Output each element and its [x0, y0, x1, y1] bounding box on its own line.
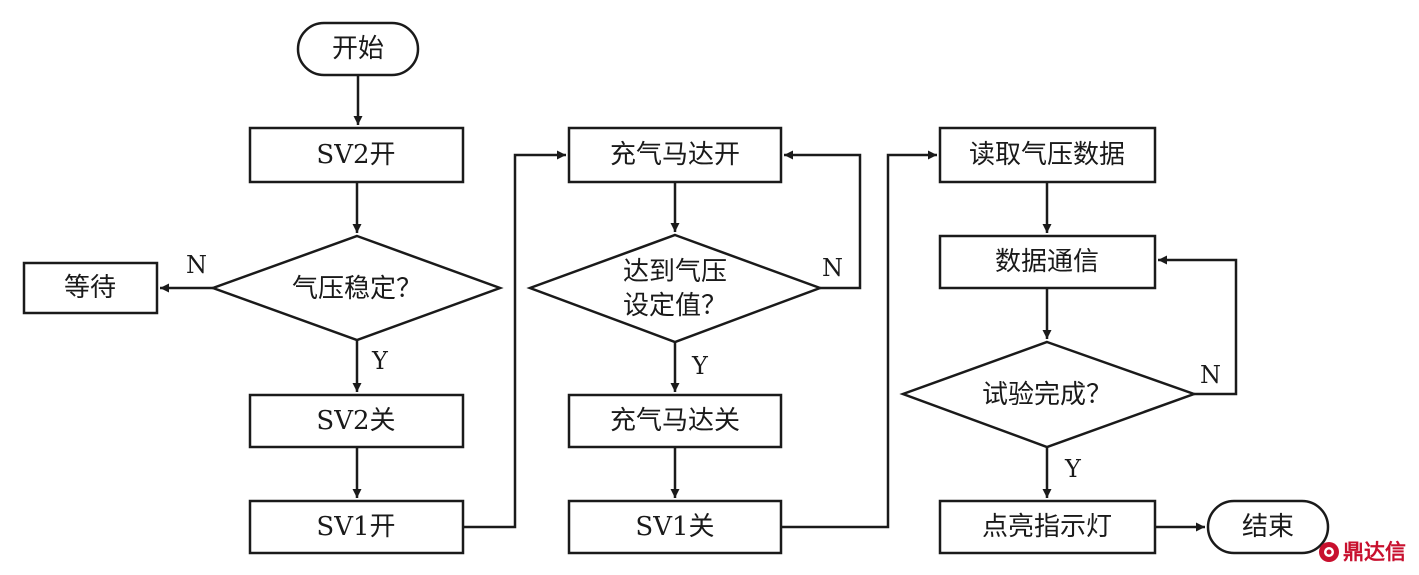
node-sv2-close: SV2关 [248, 393, 465, 449]
decision-reach-pressure-label-1: 达到气压 [623, 257, 727, 287]
node-sv1-open-label: SV1开 [316, 512, 395, 542]
node-sv2-close-label: SV2关 [316, 406, 395, 436]
node-sv1-open: SV1开 [248, 499, 465, 555]
decision-pressure-stable: 气压稳定？ [209, 234, 504, 342]
watermark: 鼎达信 [1319, 540, 1406, 564]
watermark-text: 鼎达信 [1343, 540, 1406, 564]
node-light-on: 点亮指示灯 [938, 499, 1157, 555]
node-start: 开始 [296, 21, 420, 77]
label-no-3: N [1200, 361, 1221, 389]
decision-pressure-stable-label: 气压稳定？ [292, 274, 422, 304]
label-yes-2: Y [691, 352, 709, 380]
node-data-comm-label: 数据通信 [995, 247, 1099, 277]
node-data-comm: 数据通信 [938, 234, 1157, 290]
label-no-1: N [186, 251, 207, 279]
label-yes-3: Y [1064, 455, 1082, 483]
node-light-on-label: 点亮指示灯 [982, 512, 1112, 542]
node-sv2-open: SV2开 [248, 126, 465, 184]
node-wait-label: 等待 [64, 273, 116, 303]
edge-sv1-open-to-motor-on [463, 150, 566, 529]
node-motor-on: 充气马达开 [567, 126, 783, 184]
node-sv1-close-label: SV1关 [635, 512, 714, 542]
node-end-label: 结束 [1242, 512, 1294, 542]
edge-decision-loop-to-data-comm [1158, 255, 1238, 396]
node-start-label: 开始 [332, 34, 384, 64]
label-yes-1: Y [371, 347, 389, 375]
watermark-logo-icon [1319, 542, 1339, 562]
node-motor-off: 充气马达关 [567, 393, 783, 449]
node-read-pressure: 读取气压数据 [938, 126, 1157, 184]
edge-sv1-close-to-read-pressure [781, 150, 937, 529]
node-sv1-close: SV1关 [567, 499, 783, 555]
edge-decision-loop-to-motor-on [784, 150, 862, 290]
decision-test-done: 试验完成？ [899, 340, 1198, 449]
node-motor-on-label: 充气马达开 [610, 140, 740, 170]
node-wait: 等待 [22, 261, 159, 315]
decision-reach-pressure: 达到气压 设定值？ [526, 233, 824, 344]
decision-reach-pressure-label-2: 设定值？ [623, 291, 727, 321]
decision-test-done-label: 试验完成？ [982, 380, 1112, 410]
label-no-2: N [822, 254, 843, 282]
node-read-pressure-label: 读取气压数据 [969, 140, 1125, 170]
node-motor-off-label: 充气马达关 [610, 406, 740, 436]
node-sv2-open-label: SV2开 [316, 140, 395, 170]
node-end: 结束 [1206, 499, 1330, 555]
